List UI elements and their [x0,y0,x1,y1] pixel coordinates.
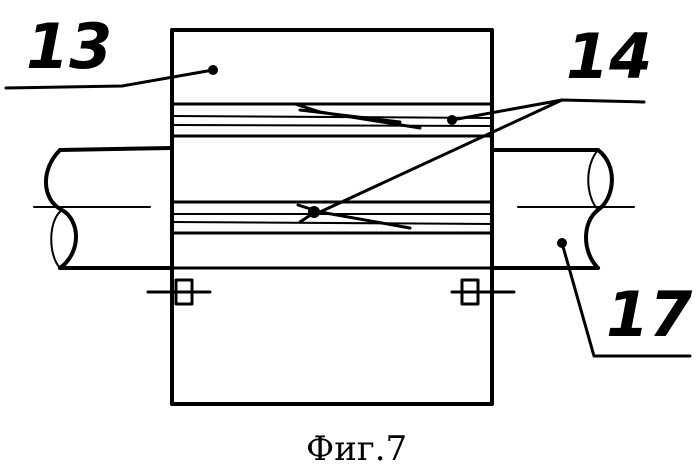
shaft-left-break-inner [51,210,62,268]
upper-groove-line-3 [172,125,492,126]
right-fastener [452,280,514,304]
housing-outline [172,30,492,404]
shaft-right-break-inner [588,150,598,210]
shaft-left-top-edge [60,148,172,150]
leader-14-dot-lower [308,206,320,218]
left-fastener [148,280,210,304]
label-14: 14 [566,20,652,93]
lower-groove-line-3 [172,222,492,224]
label-13: 13 [26,10,112,83]
housing-block [148,30,514,404]
label-17: 17 [606,278,693,351]
upper-groove-line-2 [172,116,492,118]
shaft [34,148,634,268]
figure-caption: Фиг.7 [306,429,407,469]
shaft-left-break-line [46,150,76,268]
leader-14-dot-upper [447,115,457,125]
